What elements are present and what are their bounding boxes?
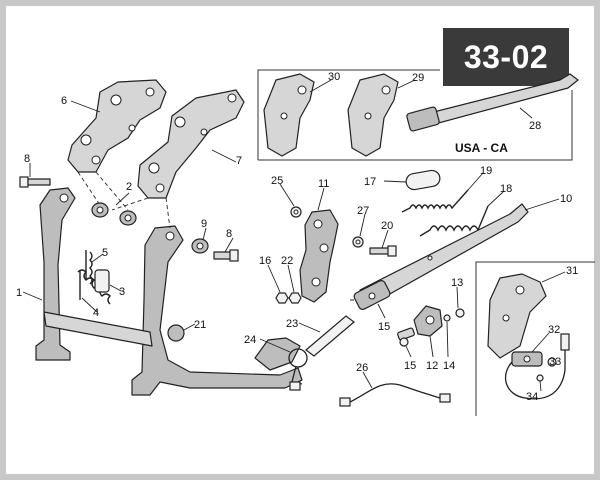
- clamp-24: [288, 348, 308, 391]
- callout-4: 4: [93, 307, 99, 319]
- callout-3: 3: [119, 286, 125, 298]
- usa-ca-label: USA - CA: [455, 141, 508, 155]
- callout-16: 16: [259, 255, 271, 267]
- callout-22: 22: [281, 255, 293, 267]
- leader-lines: [22, 79, 566, 392]
- bracket-6: [67, 79, 167, 173]
- callout-20: 20: [381, 220, 393, 232]
- callout-33: 33: [549, 356, 561, 368]
- callout-30: 30: [328, 71, 340, 83]
- sleeve-17: [405, 169, 441, 191]
- spring-19: [401, 189, 469, 213]
- bolt-8-left: [19, 176, 51, 188]
- guide-line: [77, 171, 101, 206]
- connector: [439, 393, 451, 403]
- bolt-13: [455, 308, 465, 318]
- bushing-2: [91, 202, 137, 226]
- variant-stand-28: [406, 73, 579, 132]
- hose-23: [305, 315, 355, 357]
- side-stand-bracket-11: [299, 209, 339, 303]
- callout-2: 2: [126, 181, 132, 193]
- callout-1: 1: [16, 287, 22, 299]
- diagram-code-badge: 33-02: [443, 28, 569, 86]
- callout-11: 11: [318, 178, 329, 190]
- callout-14: 14: [443, 360, 455, 372]
- callout-18: 18: [500, 183, 512, 195]
- connector: [339, 397, 351, 407]
- spring-18: [419, 205, 489, 237]
- guide-line: [165, 197, 171, 229]
- sidestand-switch-12: [413, 305, 443, 337]
- callout-32: 32: [548, 324, 560, 336]
- bolt-15: [397, 327, 415, 347]
- washer-14: [443, 314, 451, 322]
- bolt-20: [369, 245, 397, 257]
- usa-ca-variant-box: [257, 69, 573, 161]
- callout-7: 7: [236, 155, 242, 167]
- bracket-7: [137, 89, 245, 199]
- callout-13: 13: [451, 277, 463, 289]
- connector: [560, 333, 570, 351]
- sleeve-3: [94, 269, 110, 293]
- sensor-32: [511, 351, 543, 367]
- callout-29: 29: [412, 72, 424, 84]
- guide-line: [95, 171, 129, 211]
- callout-24: 24: [244, 334, 256, 346]
- variant-bracket-30: [263, 73, 315, 157]
- side-stand-10: [353, 203, 529, 310]
- washer-27: [352, 236, 364, 248]
- cable-26: [349, 383, 441, 403]
- callout-21: 21: [194, 319, 206, 331]
- callout-15-lower: 15: [404, 360, 416, 372]
- detail-bracket-31: [487, 273, 547, 359]
- callout-8-left: 8: [24, 153, 30, 165]
- spring-4: [77, 269, 111, 305]
- guide-line: [111, 197, 149, 211]
- callout-8-right: 8: [226, 228, 232, 240]
- callout-6: 6: [61, 95, 67, 107]
- callout-27: 27: [357, 205, 369, 217]
- callout-23: 23: [286, 318, 298, 330]
- callout-15-upper: 15: [378, 321, 390, 333]
- callout-31: 31: [566, 265, 578, 277]
- callout-25: 25: [271, 175, 283, 187]
- rubber-21: [167, 324, 185, 342]
- callout-5: 5: [102, 247, 108, 259]
- nut-22: [288, 292, 302, 304]
- washer-25: [290, 206, 302, 218]
- nut-16: [275, 292, 289, 304]
- callout-19: 19: [480, 165, 492, 177]
- callout-12: 12: [426, 360, 438, 372]
- spring-5: [85, 250, 93, 285]
- bolt-8-right: [213, 249, 239, 262]
- callout-26: 26: [356, 362, 368, 374]
- variant-bracket-29: [347, 73, 399, 157]
- callout-9: 9: [201, 218, 207, 230]
- callout-17: 17: [364, 176, 376, 188]
- sensor-detail-box: [475, 261, 595, 416]
- callout-10: 10: [560, 193, 572, 205]
- bushing-9: [191, 238, 209, 254]
- callout-28: 28: [529, 120, 541, 132]
- washer-34: [536, 374, 544, 382]
- center-stand: [35, 187, 303, 396]
- callout-34: 34: [526, 391, 538, 403]
- sensor-cable: [504, 350, 566, 400]
